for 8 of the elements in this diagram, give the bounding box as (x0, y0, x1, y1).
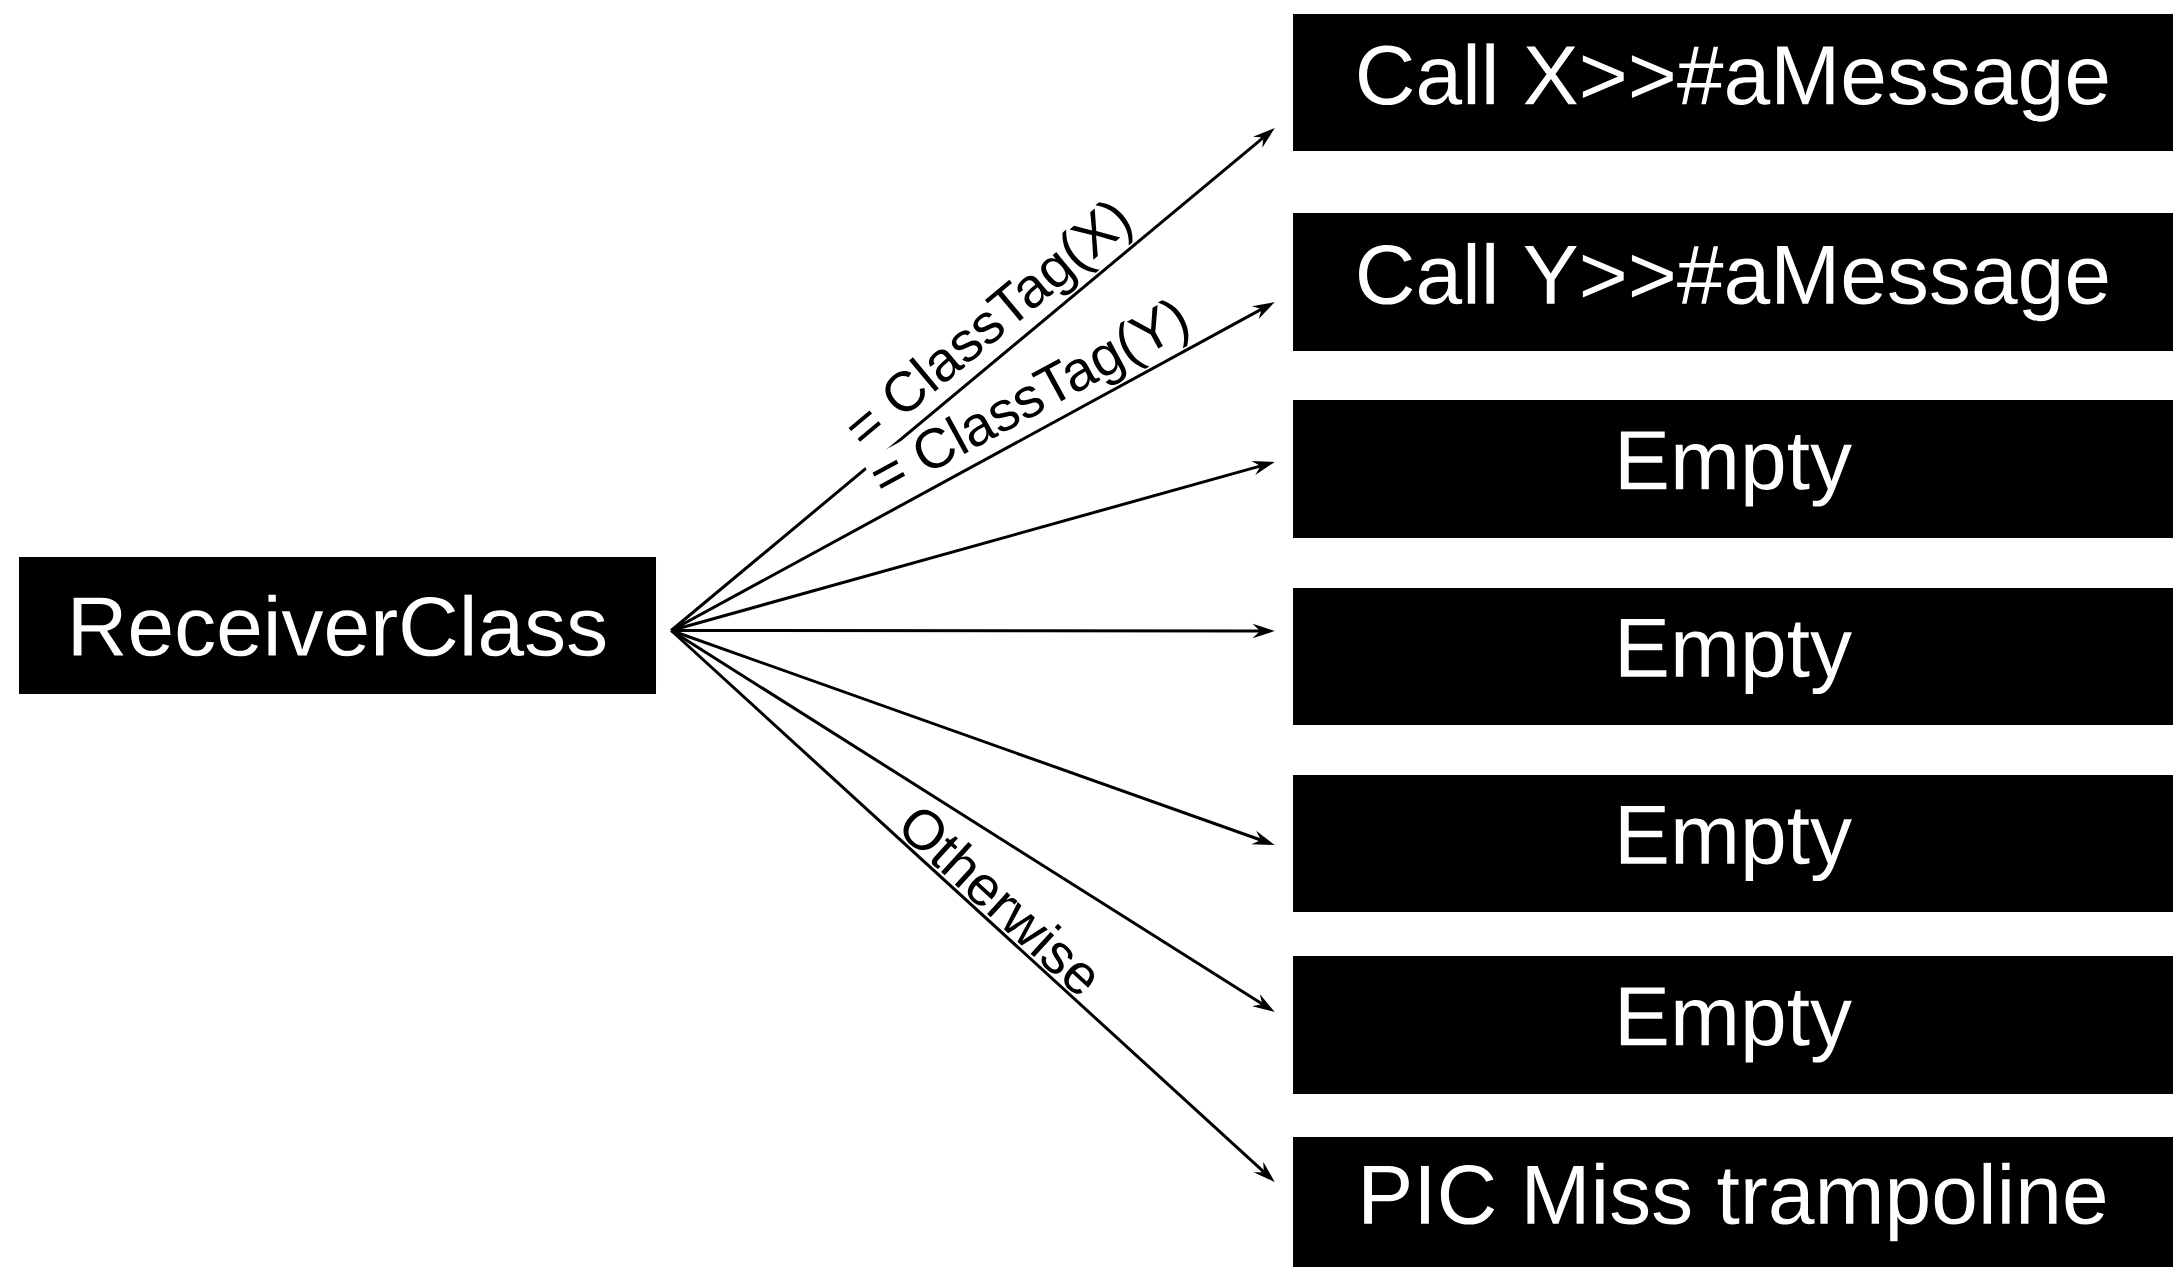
process-box: Call X>>#aMessage (1293, 14, 2173, 151)
process-box: PIC Miss trampoline (1293, 1137, 2173, 1267)
process-box: Call Y>>#aMessage (1293, 213, 2173, 351)
process-box: Empty (1293, 775, 2173, 912)
process-box: Empty (1293, 400, 2173, 538)
process-box: Empty (1293, 956, 2173, 1094)
process-box: Empty (1293, 588, 2173, 725)
process-box: ReceiverClass (19, 557, 656, 694)
